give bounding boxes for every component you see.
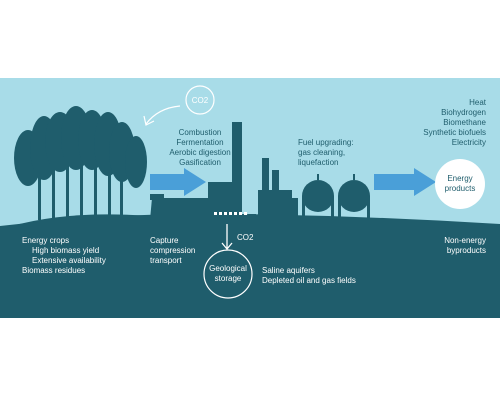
conversion-processes-label: Combustion Fermentation Aerobic digestio… (160, 128, 240, 168)
product-heat: Heat (469, 98, 486, 107)
geological-storage-circle (203, 249, 253, 299)
biomass-item-availability: Extensive availability (32, 256, 106, 265)
product-synthetic-biofuels: Synthetic biofuels (423, 128, 486, 137)
biomass-label: Energy crops High biomass yield Extensiv… (22, 236, 106, 276)
storage-site-depleted: Depleted oil and gas fields (262, 276, 356, 285)
biomass-flow-arrow (150, 168, 206, 196)
co2-top-label: CO2 (192, 96, 209, 105)
co2-capture-label: CO2 (237, 233, 254, 242)
bioenergy-ccs-diagram: CO2 C (0, 78, 500, 318)
process-fermentation: Fermentation (176, 138, 224, 147)
products-flow-arrow (374, 168, 436, 196)
product-electricity: Electricity (451, 138, 486, 147)
co2-uptake-arrow (145, 105, 181, 125)
capture-line-1: Capture (150, 236, 179, 245)
capture-label: Capture compression transport (150, 236, 195, 266)
power-plant-icon (150, 122, 370, 222)
non-energy-label: Non-energy byproducts (400, 236, 486, 256)
biomass-heading: Energy crops (22, 236, 70, 245)
fuel-upgrading-label: Fuel upgrading: gas cleaning, liquefacti… (298, 138, 354, 168)
biomass-item-yield: High biomass yield (32, 246, 100, 255)
energy-products-line-2: products (444, 184, 476, 193)
co2-capture-arrowhead (221, 242, 233, 251)
non-energy-line-2: byproducts (446, 246, 486, 255)
plant-windows (214, 212, 247, 215)
fuel-upgrading-title: Fuel upgrading: (298, 138, 354, 147)
geological-storage-line-1: Geological (209, 264, 247, 273)
capture-line-2: compression (150, 246, 196, 255)
co2-uptake-arrowhead (143, 115, 155, 126)
energy-products-line-1: Energy (447, 174, 473, 183)
process-aerobic-digestion: Aerobic digestion (169, 148, 231, 157)
products-list: Heat Biohydrogen Biomethane Synthetic bi… (400, 98, 486, 148)
product-biomethane: Biomethane (443, 118, 486, 127)
storage-sites-label: Saline aquifers Depleted oil and gas fie… (262, 266, 356, 286)
process-gasification: Gasification (179, 158, 221, 167)
biomass-residues: Biomass residues (22, 266, 86, 275)
non-energy-line-1: Non-energy (444, 236, 486, 245)
geological-storage-label: Geological storage (203, 264, 253, 284)
energy-products-label: Energy products (430, 174, 490, 194)
fuel-upgrading-line-1: gas cleaning, (298, 148, 346, 157)
process-combustion: Combustion (178, 128, 222, 137)
fuel-upgrading-line-2: liquefaction (298, 158, 339, 167)
forest-icon (12, 106, 150, 228)
co2-bubble (185, 85, 215, 115)
ground (0, 213, 500, 318)
capture-line-3: transport (150, 256, 182, 265)
energy-products-circle (435, 159, 485, 209)
storage-site-saline: Saline aquifers (262, 266, 315, 275)
product-biohydrogen: Biohydrogen (441, 108, 486, 117)
geological-storage-line-2: storage (214, 274, 242, 283)
